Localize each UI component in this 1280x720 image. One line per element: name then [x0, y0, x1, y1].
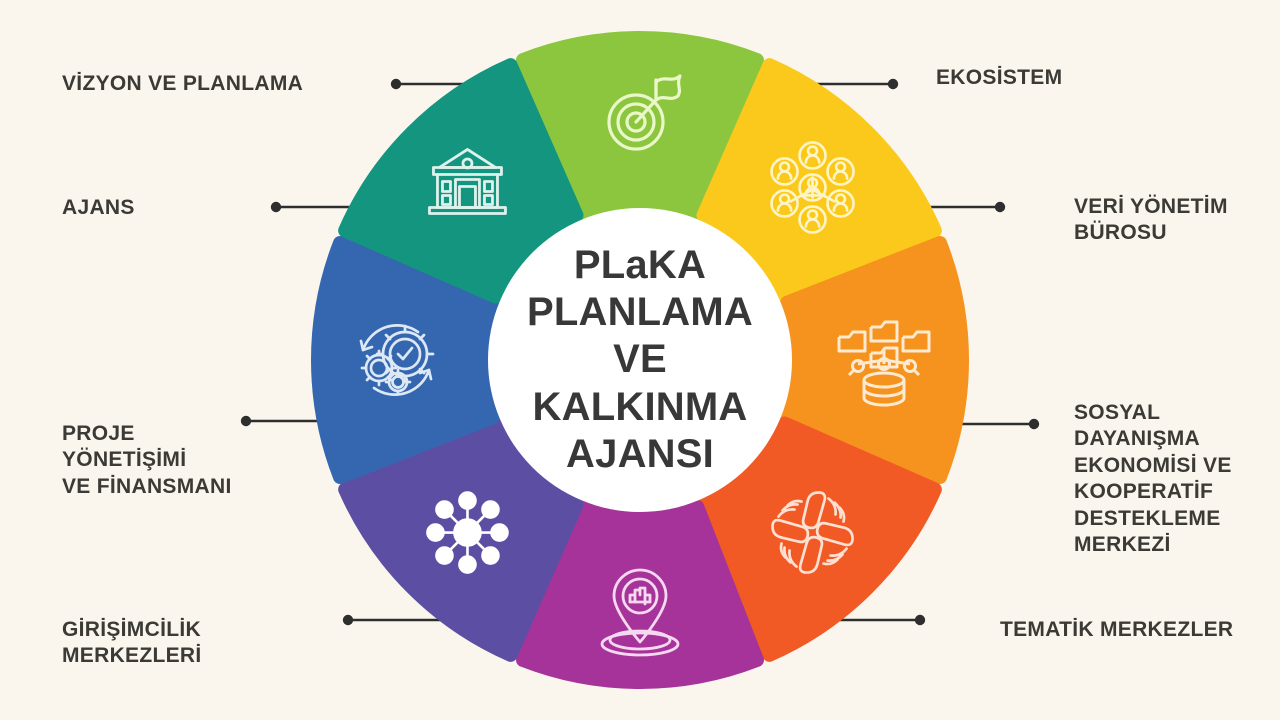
connector-dot-sosyal-dayanisma — [1028, 418, 1040, 430]
connector-dot-vizyon-ve-planlama — [390, 78, 402, 90]
center-title-line-1: PLaKA — [573, 243, 707, 288]
center-title-line-2: PLANLAMA — [526, 290, 753, 335]
center-title-line-3: VE — [613, 337, 667, 382]
connector-dot-ekosistem — [887, 78, 899, 90]
connector-dot-tematik-merkezler — [914, 614, 926, 626]
center-title-line-4: KALKINMA — [532, 384, 748, 429]
connector-dot-girisimcilik-merkezleri — [342, 614, 354, 626]
segment-label-ajans[interactable]: AJANS — [62, 196, 135, 219]
connector-dot-ajans — [270, 201, 282, 213]
segment-label-girisimcilik-merkezleri[interactable]: GİRİŞİMCİLİK MERKEZLERİ — [62, 618, 202, 668]
wheel-segments — [311, 31, 969, 689]
hub-nodes-icon — [426, 491, 509, 574]
center-title-line-5: AJANSI — [566, 431, 714, 476]
connector-dot-veri-yonetim-burosu — [994, 201, 1006, 213]
center-disc — [488, 208, 792, 512]
segment-label-vizyon-ve-planlama[interactable]: VİZYON VE PLANLAMA — [62, 72, 304, 95]
center-title: PLaKA PLANLAMA VE KALKINMA AJANSI — [490, 225, 790, 495]
segment-label-proje-yonetisimi[interactable]: PROJE YÖNETİŞİMİ VE FİNANSMANI — [62, 422, 232, 498]
segment-label-veri-yonetim-burosu[interactable]: VERİ YÖNETİM BÜROSU — [1074, 195, 1228, 245]
segment-label-sosyal-dayanisma[interactable]: SOSYAL DAYANIŞMA EKONOMİSİ VE KOOPERATİF… — [1074, 401, 1232, 557]
segment-label-tematik-merkezler[interactable]: TEMATİK MERKEZLER — [1000, 618, 1234, 641]
wheel-segment-vizyon-ve-planlama[interactable] — [516, 31, 764, 220]
connector-dot-proje-yonetisimi — [240, 415, 252, 427]
wheel-segment-proje-yonetisimi[interactable] — [311, 236, 500, 484]
segment-label-ekosistem[interactable]: EKOSİSTEM — [936, 66, 1063, 89]
wheel-segment-ekosistem[interactable] — [696, 58, 942, 304]
